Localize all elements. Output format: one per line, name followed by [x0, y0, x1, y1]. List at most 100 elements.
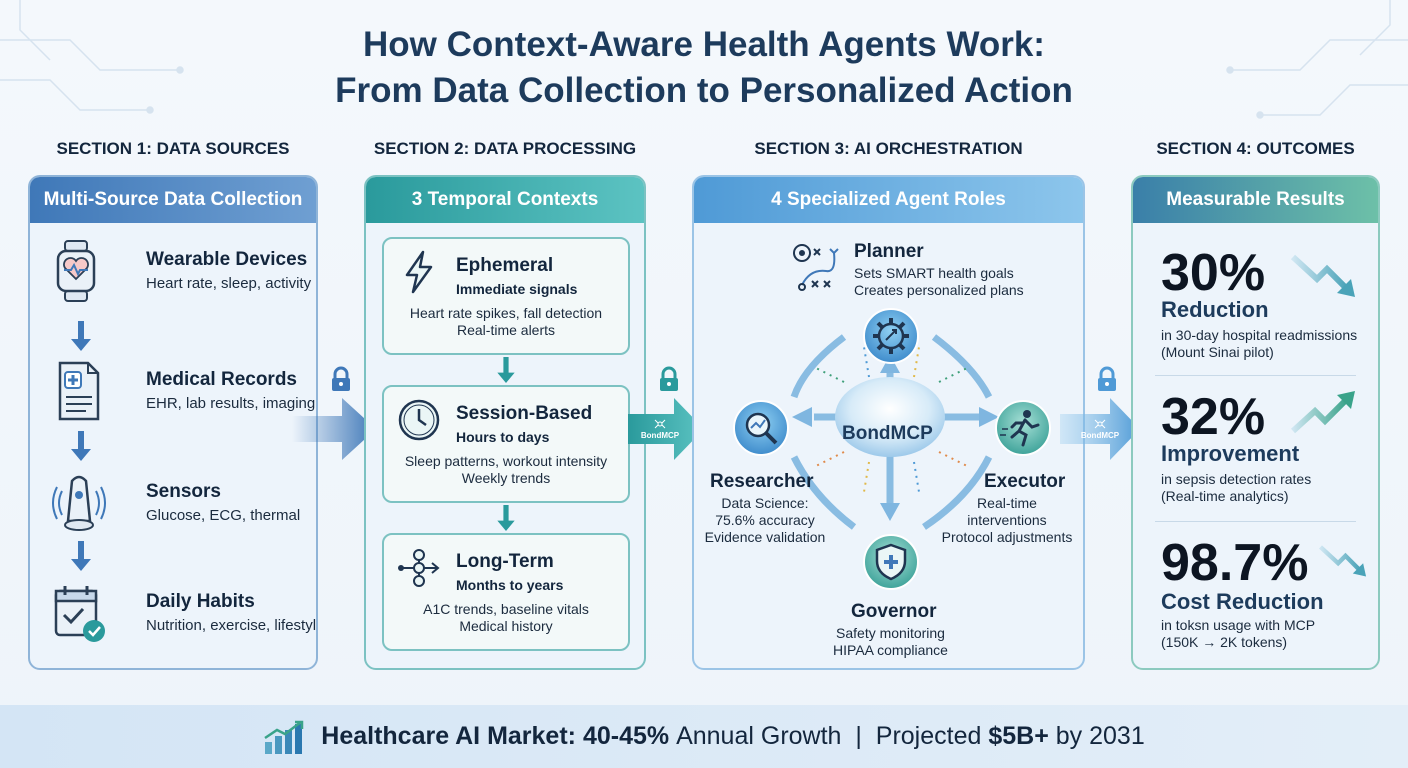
planner-desc-line: Creates personalized plans: [854, 282, 1024, 298]
sensor-icon: [52, 475, 106, 531]
outcomes-header: Measurable Results: [1133, 177, 1378, 223]
researcher-desc-line: Evidence validation: [704, 529, 826, 545]
result-desc-line: in toksn usage with MCP: [1161, 617, 1316, 633]
footer-growth-value: 40-45%: [582, 722, 670, 750]
trend-down-icon: [1319, 545, 1367, 577]
agent-roles-header: 4 Specialized Agent Roles: [694, 177, 1083, 223]
trend-up-icon: [1291, 391, 1355, 434]
planning-strategy-icon: [793, 244, 839, 291]
context-sub: Hours to days: [456, 429, 550, 445]
down-arrow-icon: [71, 431, 91, 461]
timeline-icon: [398, 549, 440, 587]
lock-icon: [660, 366, 678, 391]
source-desc: EHR, lab results, imaging: [146, 395, 316, 412]
researcher-desc: Data Science: 75.6% accuracy Evidence va…: [698, 495, 832, 546]
source-title: Wearable Devices: [146, 249, 308, 270]
context-desc-line: Heart rate spikes, fall detection: [409, 305, 603, 321]
source-title: Daily Habits: [146, 591, 255, 612]
lightning-icon: [405, 250, 433, 294]
page-title: How Context-Aware Health Agents Work: Fr…: [0, 22, 1408, 114]
down-arrow-icon: [71, 541, 91, 571]
result-label: Reduction: [1161, 297, 1269, 322]
context-desc-line: Sleep patterns, workout intensity: [404, 453, 608, 469]
governor-desc: Safety monitoring HIPAA compliance: [818, 625, 963, 659]
clock-icon: [398, 399, 440, 441]
result-label: Improvement: [1161, 441, 1300, 466]
result-desc-line: (150K → 2K tokens): [1161, 634, 1288, 650]
source-sensors: Sensors Glucose, ECG, thermal: [52, 471, 316, 541]
result-value: 98.7%: [1161, 534, 1309, 592]
governor-desc-line: HIPAA compliance: [833, 642, 948, 658]
section-4-label: SECTION 4: OUTCOMES: [1156, 139, 1355, 158]
governor-desc-line: Safety monitoring: [836, 625, 945, 641]
result-desc-line: (Real-time analytics): [1161, 488, 1289, 504]
temporal-contexts-header: 3 Temporal Contexts: [366, 177, 644, 223]
executor-desc-line: interventions: [967, 512, 1047, 528]
result-value: 32%: [1161, 388, 1266, 446]
lock-icon: [332, 366, 350, 391]
planner-desc-line: Sets SMART health goals: [854, 265, 1014, 281]
researcher-desc-line: 75.6% accuracy: [715, 512, 815, 528]
footer-banner: Healthcare AI Market: 40-45% Annual Grow…: [0, 705, 1408, 768]
result-desc: in sepsis detection rates (Real-time ana…: [1161, 471, 1311, 505]
temporal-contexts-panel: 3 Temporal Contexts Ephemeral Immediate …: [364, 175, 646, 670]
section-3-label: SECTION 3: AI ORCHESTRATION: [754, 139, 1023, 158]
data-sources-header: Multi-Source Data Collection: [30, 177, 316, 223]
researcher-magnifier-icon: [733, 400, 789, 456]
medical-record-icon: [58, 361, 100, 421]
flow-arrow-1: [292, 398, 376, 460]
context-sub: Immediate signals: [456, 281, 578, 297]
title-line-1: How Context-Aware Health Agents Work:: [363, 25, 1045, 64]
source-medical-records: Medical Records EHR, lab results, imagin…: [52, 359, 316, 429]
footer-growth-label: Annual Growth: [676, 722, 842, 750]
result-desc: in 30-day hospital readmissions (Mount S…: [1161, 327, 1357, 361]
context-title: Session-Based: [456, 403, 593, 424]
context-long-term: Long-Term Months to years A1C trends, ba…: [382, 533, 630, 651]
context-sub: Months to years: [456, 577, 564, 593]
context-title: Ephemeral: [456, 255, 554, 276]
planner-desc: Sets SMART health goals Creates personal…: [854, 265, 1024, 299]
governor-title: Governor: [851, 601, 937, 622]
agent-roles-panel: 4 Specialized Agent Roles: [692, 175, 1085, 670]
down-arrow-icon: [71, 321, 91, 351]
orchestration-graph: [790, 334, 999, 530]
source-title: Medical Records: [146, 369, 297, 390]
result-label: Cost Reduction: [1161, 589, 1324, 614]
flow-tag-label: BondMCP: [1081, 431, 1120, 440]
footer-year: by 2031: [1055, 722, 1145, 750]
result-desc-line: in 30-day hospital readmissions: [1161, 327, 1358, 343]
footer-separator: |: [855, 722, 862, 750]
source-wearable: Wearable Devices Heart rate, sleep, acti…: [52, 239, 316, 309]
source-daily-habits: Daily Habits Nutrition, exercise, lifest…: [52, 581, 316, 651]
hub-label: BondMCP: [842, 423, 933, 444]
governor-shield-icon: [863, 534, 919, 590]
executor-desc-line: Real-time: [977, 495, 1037, 511]
researcher-desc-line: Data Science:: [721, 495, 809, 511]
result-desc-line: in sepsis detection rates: [1161, 471, 1312, 487]
footer-projected-label: Projected: [875, 722, 982, 750]
context-session-based: Session-Based Hours to days Sleep patter…: [382, 385, 630, 503]
result-desc: in toksn usage with MCP (150K → 2K token…: [1161, 617, 1315, 651]
context-desc-line: A1C trends, baseline vitals: [423, 601, 589, 617]
result-value: 30%: [1161, 244, 1266, 302]
result-divider: [1155, 375, 1356, 376]
context-desc-line: Real-time alerts: [456, 322, 556, 338]
context-ephemeral: Ephemeral Immediate signals Heart rate s…: [382, 237, 630, 355]
growth-chart-icon: [264, 720, 304, 754]
source-title: Sensors: [146, 481, 221, 502]
hub-node: [835, 377, 945, 457]
result-divider: [1155, 521, 1356, 522]
section-1-label: SECTION 1: DATA SOURCES: [56, 139, 290, 158]
smartwatch-icon: [56, 240, 96, 302]
lock-icon: [1098, 366, 1116, 391]
outcomes-panel: Measurable Results 30% Reduction in 30-d…: [1131, 175, 1380, 670]
context-desc: Sleep patterns, workout intensity Weekly…: [384, 453, 628, 487]
footer-projected-value: $5B+: [988, 722, 1049, 750]
context-desc-line: Medical history: [459, 618, 553, 634]
context-desc: Heart rate spikes, fall detection Real-t…: [384, 305, 628, 339]
context-desc-line: Weekly trends: [461, 470, 551, 486]
flow-arrow-2: BondMCP: [628, 398, 704, 460]
source-desc: Glucose, ECG, thermal: [146, 507, 301, 524]
down-arrow-icon: [497, 357, 515, 383]
trend-down-icon: [1291, 254, 1355, 297]
